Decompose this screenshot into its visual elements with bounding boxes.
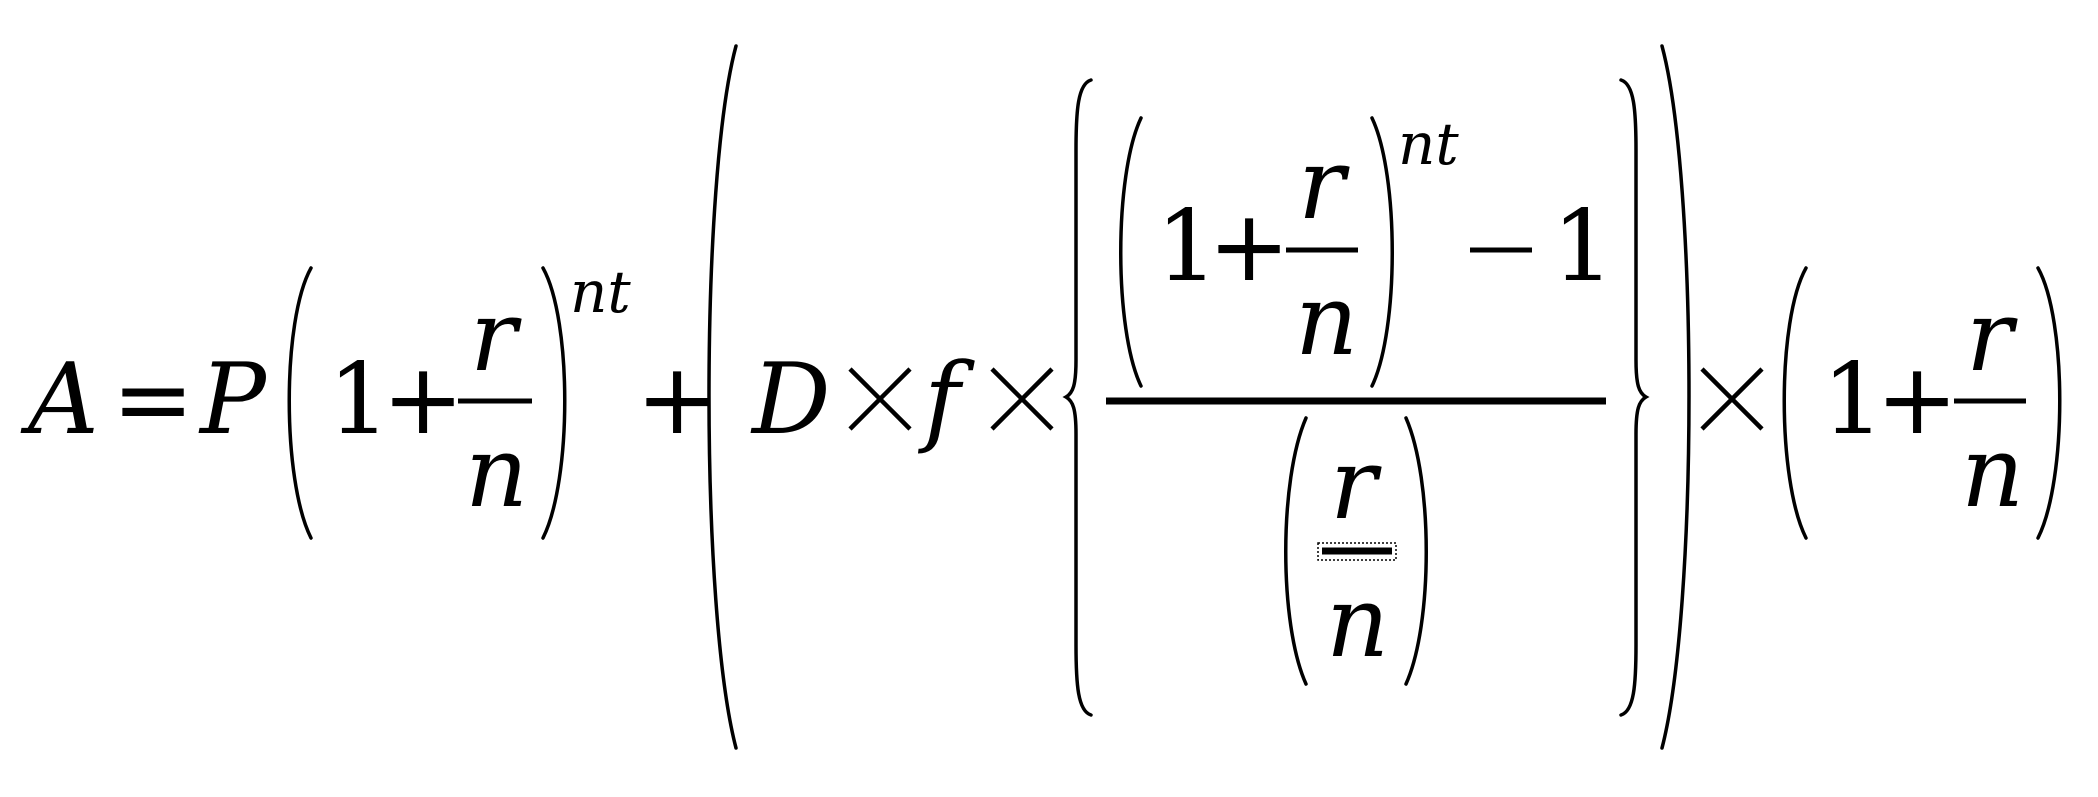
right-paren-inner-den	[1404, 416, 1428, 686]
inner-num-denominator-n: n	[1295, 264, 1358, 378]
term1-exponent-nt: nt	[570, 258, 631, 326]
inner-num-minus-one: 1	[1552, 190, 1614, 304]
right-curly-brace	[1619, 78, 1650, 717]
term1-numerator-r: r	[470, 280, 522, 394]
inner-num-numerator-r: r	[1298, 128, 1350, 242]
term1-one: 1	[328, 343, 390, 457]
variable-p: P	[198, 343, 268, 457]
left-paren-inner-num	[1119, 116, 1143, 388]
left-curly-brace	[1062, 78, 1093, 717]
big-left-paren	[707, 44, 738, 750]
term1-plus: +	[382, 343, 464, 457]
inner-num-one: 1	[1156, 190, 1218, 304]
inner-num-exponent-nt: nt	[1398, 110, 1459, 178]
right-paren-term1	[541, 266, 567, 540]
cursor-selection-box	[1317, 542, 1397, 561]
left-paren-last	[1782, 266, 1808, 540]
equals-sign: =	[112, 343, 194, 457]
term1-denominator-n: n	[465, 416, 528, 530]
last-denominator-n: n	[1961, 416, 2024, 530]
right-paren-inner-num	[1370, 116, 1394, 388]
left-paren-inner-den	[1284, 416, 1308, 686]
times-sign-3	[1700, 367, 1764, 431]
main-plus: +	[636, 343, 718, 457]
variable-d: D	[750, 343, 831, 457]
right-paren-last	[2036, 266, 2062, 540]
times-sign-2	[990, 367, 1054, 431]
inner-num-plus: +	[1208, 190, 1290, 304]
variable-f: f	[917, 343, 975, 457]
last-one: 1	[1822, 343, 1884, 457]
inner-den-numerator-r: r	[1330, 428, 1382, 542]
times-sign-1	[848, 367, 912, 431]
last-plus: +	[1876, 343, 1958, 457]
variable-a: A	[20, 343, 99, 457]
inner-den-denominator-n: n	[1326, 566, 1389, 680]
big-right-paren	[1660, 44, 1691, 750]
left-paren-term1	[287, 266, 313, 540]
last-numerator-r: r	[1966, 280, 2018, 394]
